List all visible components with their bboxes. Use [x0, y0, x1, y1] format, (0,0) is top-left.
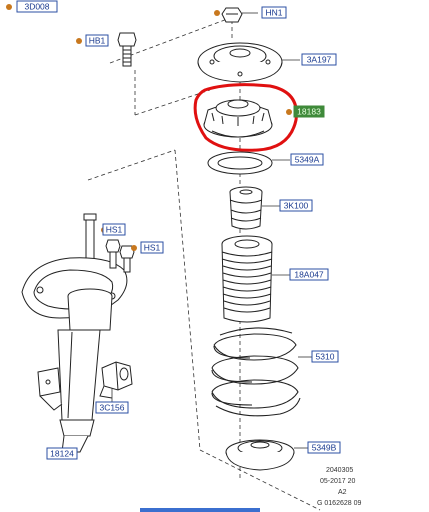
label-3k100-box — [279, 199, 313, 212]
label-3c156-text: 3C156 — [99, 403, 124, 413]
dust-boot-18a047[interactable] — [221, 235, 273, 323]
label-5310[interactable]: 5310 — [311, 350, 339, 363]
footer-line-4: G 0162628 09 — [317, 500, 361, 507]
label-5349a[interactable]: 5349A — [290, 153, 324, 166]
label-hn1[interactable]: HN1 — [261, 6, 287, 19]
label-18a047-box — [289, 268, 329, 281]
bump-stop-3k100[interactable] — [229, 186, 263, 230]
label-18183[interactable]: 18183 — [293, 105, 325, 118]
label-5310-text: 5310 — [316, 352, 335, 362]
label-hb1[interactable]: HB1 — [85, 34, 109, 47]
label-3k100[interactable]: 3K100 — [279, 199, 313, 212]
label-3d008-box — [16, 0, 58, 13]
label-hb1-text: HB1 — [89, 36, 106, 46]
label-3c156[interactable]: 3C156 — [95, 401, 129, 414]
label-3a197-text: 3A197 — [307, 55, 332, 65]
label-5349a-box — [290, 153, 324, 166]
coil-spring-5310[interactable] — [211, 327, 301, 417]
label-hs1-left[interactable]: HS1 — [102, 223, 126, 236]
bottom-scroll-bar[interactable] — [140, 508, 260, 512]
label-hb1-box — [85, 34, 109, 47]
label-hn1-box — [261, 6, 287, 19]
footer-line-2: 05-2017 20 — [320, 478, 356, 485]
label-3c156-box — [95, 401, 129, 414]
label-18183-text: 18183 — [297, 107, 321, 117]
label-3a197[interactable]: 3A197 — [301, 53, 337, 66]
label-3d008[interactable]: 3D008 — [16, 0, 58, 13]
part-labels: 3D008HN1HB13A197181835349A3K100HS1HS118A… — [16, 0, 341, 460]
bolt-hs1[interactable] — [105, 239, 135, 273]
label-18124-text: 18124 — [50, 449, 74, 459]
label-3d008-text: 3D008 — [24, 2, 49, 12]
label-5349b[interactable]: 5349B — [307, 441, 341, 454]
top-nut-hn1[interactable] — [221, 7, 243, 23]
label-hs1-left-text: HS1 — [106, 225, 123, 235]
bolt-hb1[interactable] — [117, 32, 137, 67]
highlight-ring — [193, 83, 298, 152]
label-5349a-text: 5349A — [295, 155, 320, 165]
bracket-3c156[interactable] — [99, 361, 133, 399]
label-5349b-box — [307, 441, 341, 454]
footer-line-3: A2 — [338, 489, 347, 496]
strut-bearing-18183[interactable] — [203, 99, 273, 138]
upper-mount-3a197[interactable] — [197, 42, 283, 83]
label-hs1-right-box — [140, 241, 164, 254]
label-5310-box — [311, 350, 339, 363]
label-hs1-right[interactable]: HS1 — [140, 241, 164, 254]
footer-line-1: 2040305 — [326, 467, 353, 474]
label-18183-box — [293, 105, 325, 118]
strut-assembly-18124[interactable] — [21, 213, 128, 453]
label-hn1-text: HN1 — [265, 8, 282, 18]
label-5349b-text: 5349B — [312, 443, 337, 453]
label-3k100-text: 3K100 — [284, 201, 309, 211]
label-18a047-text: 18A047 — [294, 270, 324, 280]
spring-seat-5349a[interactable] — [207, 151, 273, 175]
label-hs1-right-text: HS1 — [144, 243, 161, 253]
label-leaders — [61, 12, 312, 452]
label-18124-box — [46, 447, 78, 460]
label-18124[interactable]: 18124 — [46, 447, 78, 460]
spring-seat-5349b[interactable] — [225, 439, 295, 471]
label-18a047[interactable]: 18A047 — [289, 268, 329, 281]
dashed-leaders — [87, 17, 321, 511]
label-hs1-left-box — [102, 223, 126, 236]
label-3a197-box — [301, 53, 337, 66]
